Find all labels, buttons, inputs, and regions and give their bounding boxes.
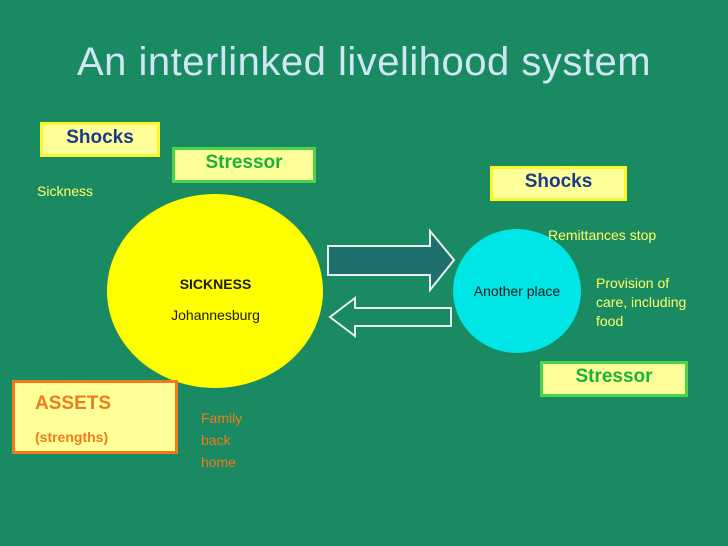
family-note-line-3: home	[201, 454, 237, 470]
right-shocks-label: Shocks	[524, 171, 593, 192]
family-note: Family back home	[201, 407, 242, 473]
left-shocks-note: Sickness	[37, 183, 94, 199]
johannesburg-label: Johannesburg	[171, 307, 260, 323]
care-note-line-3: food	[596, 313, 624, 329]
sickness-heading: SICKNESS	[179, 276, 252, 292]
assets-label: ASSETS	[35, 393, 112, 414]
outflow-arrow	[327, 228, 456, 293]
remittances-note: Remittances stop	[548, 227, 657, 243]
assets-box: ASSETS (strengths)	[12, 380, 178, 454]
right-stressor-box: Stressor	[540, 361, 688, 397]
return-arrow	[328, 295, 452, 339]
family-note-line-2: back	[201, 432, 231, 448]
left-shocks-label: Shocks	[66, 127, 134, 148]
family-note-line-1: Family	[201, 410, 243, 426]
care-note-line-1: Provision of	[596, 275, 670, 291]
right-stressor-label: Stressor	[575, 366, 653, 387]
johannesburg-circle	[107, 194, 323, 388]
assets-sub: (strengths)	[35, 429, 109, 445]
care-note-line-2: care, including	[596, 294, 687, 310]
left-stressor-label: Stressor	[205, 152, 283, 173]
left-shocks-box: Shocks	[40, 122, 160, 157]
another-place-circle	[453, 229, 581, 353]
care-note: Provision of care, including food	[596, 274, 686, 331]
right-shocks-box: Shocks	[490, 166, 627, 201]
slide-title: An interlinked livelihood system	[76, 40, 652, 84]
left-stressor-box: Stressor	[172, 147, 316, 183]
another-place-label: Another place	[473, 283, 561, 299]
